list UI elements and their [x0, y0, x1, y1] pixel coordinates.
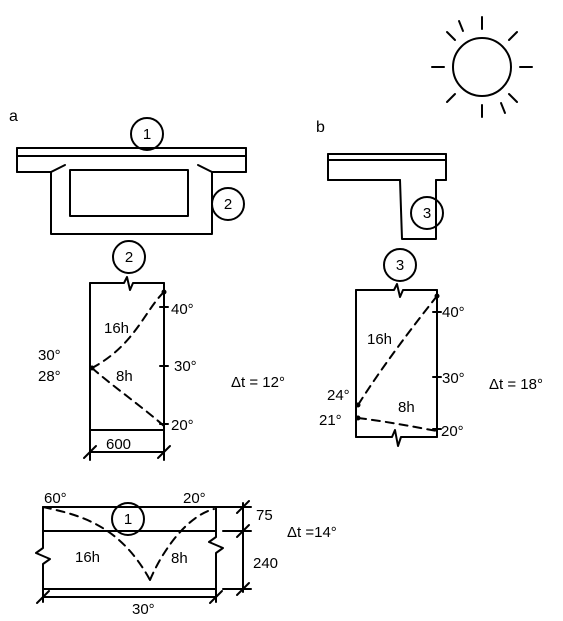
web-a-curve-16h: 16h [104, 320, 129, 337]
marker-3-label-lower: 3 [396, 257, 404, 274]
web-b-low-point [355, 415, 361, 421]
slab-bottom-temp: 30° [132, 601, 155, 618]
slab-left-top-temp: 60° [44, 490, 67, 507]
slab-right-top-temp: 20° [183, 490, 206, 507]
web-a-mid-point [89, 365, 95, 371]
t-beam-section [327, 153, 447, 240]
slab-dim-top: 75 [256, 507, 273, 524]
web-a-delta-t: Δt = 12° [231, 374, 285, 391]
web-b-top-point [434, 293, 440, 299]
web-b-right-top-temp: 40° [442, 304, 465, 321]
web-a-right-bottom-temp: 20° [171, 417, 194, 434]
slab-dim-total: 240 [253, 555, 278, 572]
web-b-curve-8h: 8h [398, 399, 415, 416]
web-b-right-bottom-temp: 20° [441, 423, 464, 440]
web-a-width: 600 [106, 436, 131, 453]
panel-label-a: a [9, 108, 18, 125]
slab-curve-16h: 16h [75, 549, 100, 566]
web-a-right-top-temp: 40° [171, 301, 194, 318]
marker-1-label-lower: 1 [124, 511, 132, 528]
panel-label-b: b [316, 119, 325, 136]
box-girder-section [16, 147, 247, 235]
slab-detail [35, 500, 252, 604]
marker-2-circle-upper [211, 187, 245, 221]
marker-2-circle-lower [112, 240, 146, 274]
web-a-left-bottom-temp: 28° [38, 368, 61, 385]
web-b-left-top-temp: 24° [327, 387, 350, 404]
web-detail-b [355, 283, 442, 447]
web-b-delta-t: Δt = 18° [489, 376, 543, 393]
web-a-curve-8h: 8h [116, 368, 133, 385]
web-b-curve-16h: 16h [367, 331, 392, 348]
slab-curve-8h: 8h [171, 550, 188, 567]
marker-2-label-upper: 2 [224, 196, 232, 213]
sun-icon [431, 16, 533, 118]
web-a-right-mid-temp: 30° [174, 358, 197, 375]
web-a-top-point [161, 289, 167, 295]
web-a-left-top-temp: 30° [38, 347, 61, 364]
marker-1-label: 1 [143, 126, 151, 143]
marker-3-label-upper: 3 [423, 205, 431, 222]
web-detail-a [83, 276, 171, 461]
marker-1-circle [130, 117, 164, 151]
web-b-left-bottom-temp: 21° [319, 412, 342, 429]
marker-1-circle-lower [111, 502, 145, 536]
marker-2-label-lower: 2 [125, 249, 133, 266]
slab-delta-t: Δt =14° [287, 524, 337, 541]
web-b-right-mid-temp: 30° [442, 370, 465, 387]
marker-3-circle-upper [410, 196, 444, 230]
web-b-mid-point [355, 402, 361, 408]
marker-3-circle-lower [383, 248, 417, 282]
